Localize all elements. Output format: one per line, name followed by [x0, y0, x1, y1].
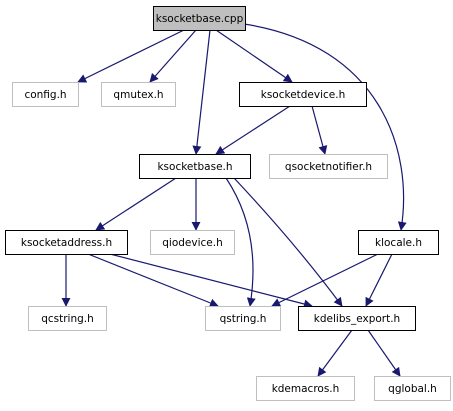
node-label: qstring.h — [220, 313, 267, 325]
node-box — [139, 154, 251, 179]
node-box — [239, 82, 367, 107]
edge-ksocketbase-cpp-to-ksocketdevice-h — [215, 29, 293, 83]
node-label: kdemacros.h — [272, 383, 340, 395]
node-box — [374, 376, 451, 401]
node-box — [205, 306, 281, 331]
node-ksocketbase-cpp[interactable]: ksocketbase.cpp — [153, 6, 246, 31]
node-label: qglobal.h — [388, 383, 437, 395]
edge-ksocketbase-h-to-qstring-h — [225, 177, 256, 307]
edge-ksocketaddress-h-to-kdelibs-export-h — [109, 253, 313, 309]
node-box — [298, 306, 416, 331]
node-qsocketnotifier-h: qsocketnotifier.h — [269, 154, 388, 179]
node-box — [12, 82, 79, 107]
node-ksocketbase-h[interactable]: ksocketbase.h — [139, 154, 251, 179]
node-label: qmutex.h — [113, 89, 163, 101]
node-label: config.h — [24, 89, 66, 101]
edge-ksocketbase-h-to-kdelibs-export-h — [233, 177, 343, 307]
node-label: qsocketnotifier.h — [285, 161, 372, 173]
node-klocale-h[interactable]: klocale.h — [358, 230, 439, 255]
node-ksocketdevice-h[interactable]: ksocketdevice.h — [239, 82, 367, 107]
node-label: klocale.h — [375, 237, 422, 249]
edge-ksocketbase-h-to-ksocketaddress-h — [95, 177, 177, 231]
node-box — [5, 230, 128, 255]
node-qglobal-h: qglobal.h — [374, 376, 451, 401]
node-box — [28, 306, 107, 331]
node-label: kdelibs_export.h — [314, 313, 400, 325]
edge-ksocketbase-cpp-to-ksocketbase-h — [192, 29, 211, 155]
edge-ksocketdevice-h-to-ksocketbase-h — [215, 105, 291, 155]
edge-ksocketbase-cpp-to-qmutex-h — [149, 29, 197, 83]
node-qiodevice-h: qiodevice.h — [150, 230, 235, 255]
edge-ksocketbase-cpp-to-klocale-h — [243, 23, 407, 231]
node-box — [256, 376, 355, 401]
node-kdemacros-h: kdemacros.h — [256, 376, 355, 401]
node-box — [153, 6, 246, 31]
edge-ksocketdevice-h-to-qsocketnotifier-h — [311, 105, 328, 155]
node-box — [269, 154, 388, 179]
node-qcstring-h: qcstring.h — [28, 306, 107, 331]
edge-klocale-h-to-kdelibs-export-h — [365, 253, 393, 307]
node-label: qiodevice.h — [162, 237, 223, 249]
node-kdelibs-export-h[interactable]: kdelibs_export.h — [298, 306, 416, 331]
edges-layer — [61, 23, 407, 377]
node-ksocketaddress-h[interactable]: ksocketaddress.h — [5, 230, 128, 255]
node-label: ksocketbase.cpp — [156, 13, 244, 25]
edge-kdelibs-export-h-to-qglobal-h — [367, 329, 401, 377]
edge-ksocketbase-cpp-to-config-h — [77, 29, 185, 83]
node-label: ksocketdevice.h — [261, 89, 346, 101]
node-box — [358, 230, 439, 255]
node-label: ksocketbase.h — [157, 161, 232, 173]
edge-klocale-h-to-qstring-h — [271, 253, 379, 307]
node-label: qcstring.h — [41, 313, 94, 325]
edge-ksocketaddress-h-to-qstring-h — [87, 253, 219, 308]
node-box — [150, 230, 235, 255]
node-box — [101, 82, 176, 107]
node-qstring-h: qstring.h — [205, 306, 281, 331]
nodes-layer: ksocketbase.cpp config.h qmutex.h ksocketde… — [5, 6, 451, 401]
edge-kdelibs-export-h-to-kdemacros-h — [317, 329, 353, 377]
node-qmutex-h: qmutex.h — [101, 82, 176, 107]
node-config-h: config.h — [12, 82, 79, 107]
node-label: ksocketaddress.h — [21, 237, 112, 249]
